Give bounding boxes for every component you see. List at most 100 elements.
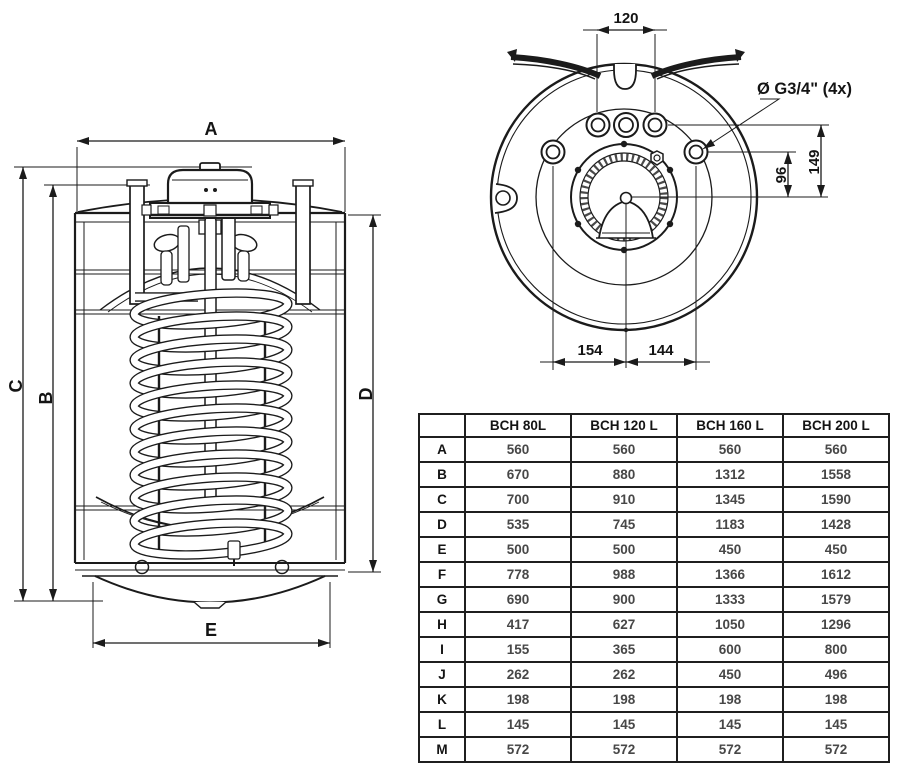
tank-body	[73, 198, 347, 609]
cable-entry	[494, 183, 518, 214]
dimension-value: 1579	[782, 586, 890, 613]
dimension-value: 198	[464, 686, 572, 713]
dimension-value: 560	[570, 436, 678, 463]
table-header-bch-160: BCH 160 L	[676, 413, 784, 438]
dimension-value: 500	[464, 536, 572, 563]
dimension-row-label: B	[418, 461, 466, 488]
table-header-row: BCH 80L BCH 120 L BCH 160 L BCH 200 L	[418, 413, 890, 438]
dim-label-a: A	[205, 119, 218, 139]
dimension-value: 745	[570, 511, 678, 538]
top-flange	[141, 202, 279, 219]
dimension-value: 988	[570, 561, 678, 588]
drain-fitting	[227, 540, 241, 560]
dimension-value: 500	[570, 536, 678, 563]
dimension-value: 450	[676, 661, 784, 688]
dim-label-d: D	[356, 388, 376, 401]
dimension-value: 1612	[782, 561, 890, 588]
dimension-value: 572	[570, 736, 678, 763]
dimension-value: 198	[570, 686, 678, 713]
dimension-value: 910	[570, 486, 678, 513]
dimension-row-label: C	[418, 486, 466, 513]
dimension-row-label: I	[418, 636, 466, 663]
mounting-bracket-left	[507, 49, 602, 80]
dimension-row-label: E	[418, 536, 466, 563]
dimension-value: 145	[782, 711, 890, 738]
dimension-row-label: G	[418, 586, 466, 613]
center-hole	[619, 191, 633, 205]
flange-nut	[650, 150, 664, 166]
dim-label-e: E	[205, 620, 217, 640]
connection-pipes	[126, 179, 314, 305]
dimension-value: 450	[676, 536, 784, 563]
table-header-bch-120: BCH 120 L	[570, 413, 678, 438]
dimension-value: 145	[570, 711, 678, 738]
dimension-value: 572	[782, 736, 890, 763]
dimension-value: 496	[782, 661, 890, 688]
dimension-value: 1345	[676, 486, 784, 513]
dimension-value: 560	[676, 436, 784, 463]
dimension-value: 572	[464, 736, 572, 763]
dimension-96: 96	[708, 151, 796, 197]
dimension-value: 1050	[676, 611, 784, 638]
dimension-value: 1333	[676, 586, 784, 613]
dim-label-b: B	[36, 392, 56, 405]
dimension-value: 450	[782, 536, 890, 563]
dimension-149: 149	[668, 124, 829, 197]
dimension-value: 600	[676, 636, 784, 663]
dim-label-144: 144	[648, 342, 674, 359]
connection-callout: Ø G3/4" (4x)	[702, 80, 852, 150]
dimension-value: 1312	[676, 461, 784, 488]
dimension-value: 560	[782, 436, 890, 463]
pipe-ports	[540, 112, 709, 165]
dimension-row-label: H	[418, 611, 466, 638]
front-view: A C B D	[6, 119, 381, 648]
dim-label-149: 149	[806, 149, 823, 174]
dimension-value: 417	[464, 611, 572, 638]
dimension-value: 572	[676, 736, 784, 763]
connection-size-label: Ø G3/4" (4x)	[757, 80, 852, 98]
dimension-value: 365	[570, 636, 678, 663]
dimension-value: 690	[464, 586, 572, 613]
dimension-e: E	[92, 582, 331, 648]
dimension-a: A	[76, 119, 346, 212]
dimension-row-label: D	[418, 511, 466, 538]
dimension-value: 800	[782, 636, 890, 663]
dimension-value: 1558	[782, 461, 890, 488]
dimension-value: 1296	[782, 611, 890, 638]
dimension-row-label: L	[418, 711, 466, 738]
mounting-bracket-right	[650, 49, 745, 80]
dim-label-c: C	[6, 380, 26, 393]
dimension-row-label: M	[418, 736, 466, 763]
dimension-row-label: F	[418, 561, 466, 588]
dim-label-154: 154	[577, 342, 603, 359]
dimension-value: 198	[782, 686, 890, 713]
bottom-skirt	[94, 575, 326, 604]
dim-label-96: 96	[773, 167, 790, 184]
dimension-row-label: A	[418, 436, 466, 463]
dimension-value: 145	[464, 711, 572, 738]
dim-label-120: 120	[613, 10, 638, 27]
dimension-value: 262	[570, 661, 678, 688]
dimension-value: 560	[464, 436, 572, 463]
dimension-row-label: K	[418, 686, 466, 713]
heat-exchanger-coil	[129, 288, 293, 560]
dimension-154-144: 154 144	[540, 166, 710, 370]
bottom-notch	[193, 601, 227, 609]
table-corner-cell	[418, 413, 466, 438]
dimension-value: 700	[464, 486, 572, 513]
dimension-value: 155	[464, 636, 572, 663]
